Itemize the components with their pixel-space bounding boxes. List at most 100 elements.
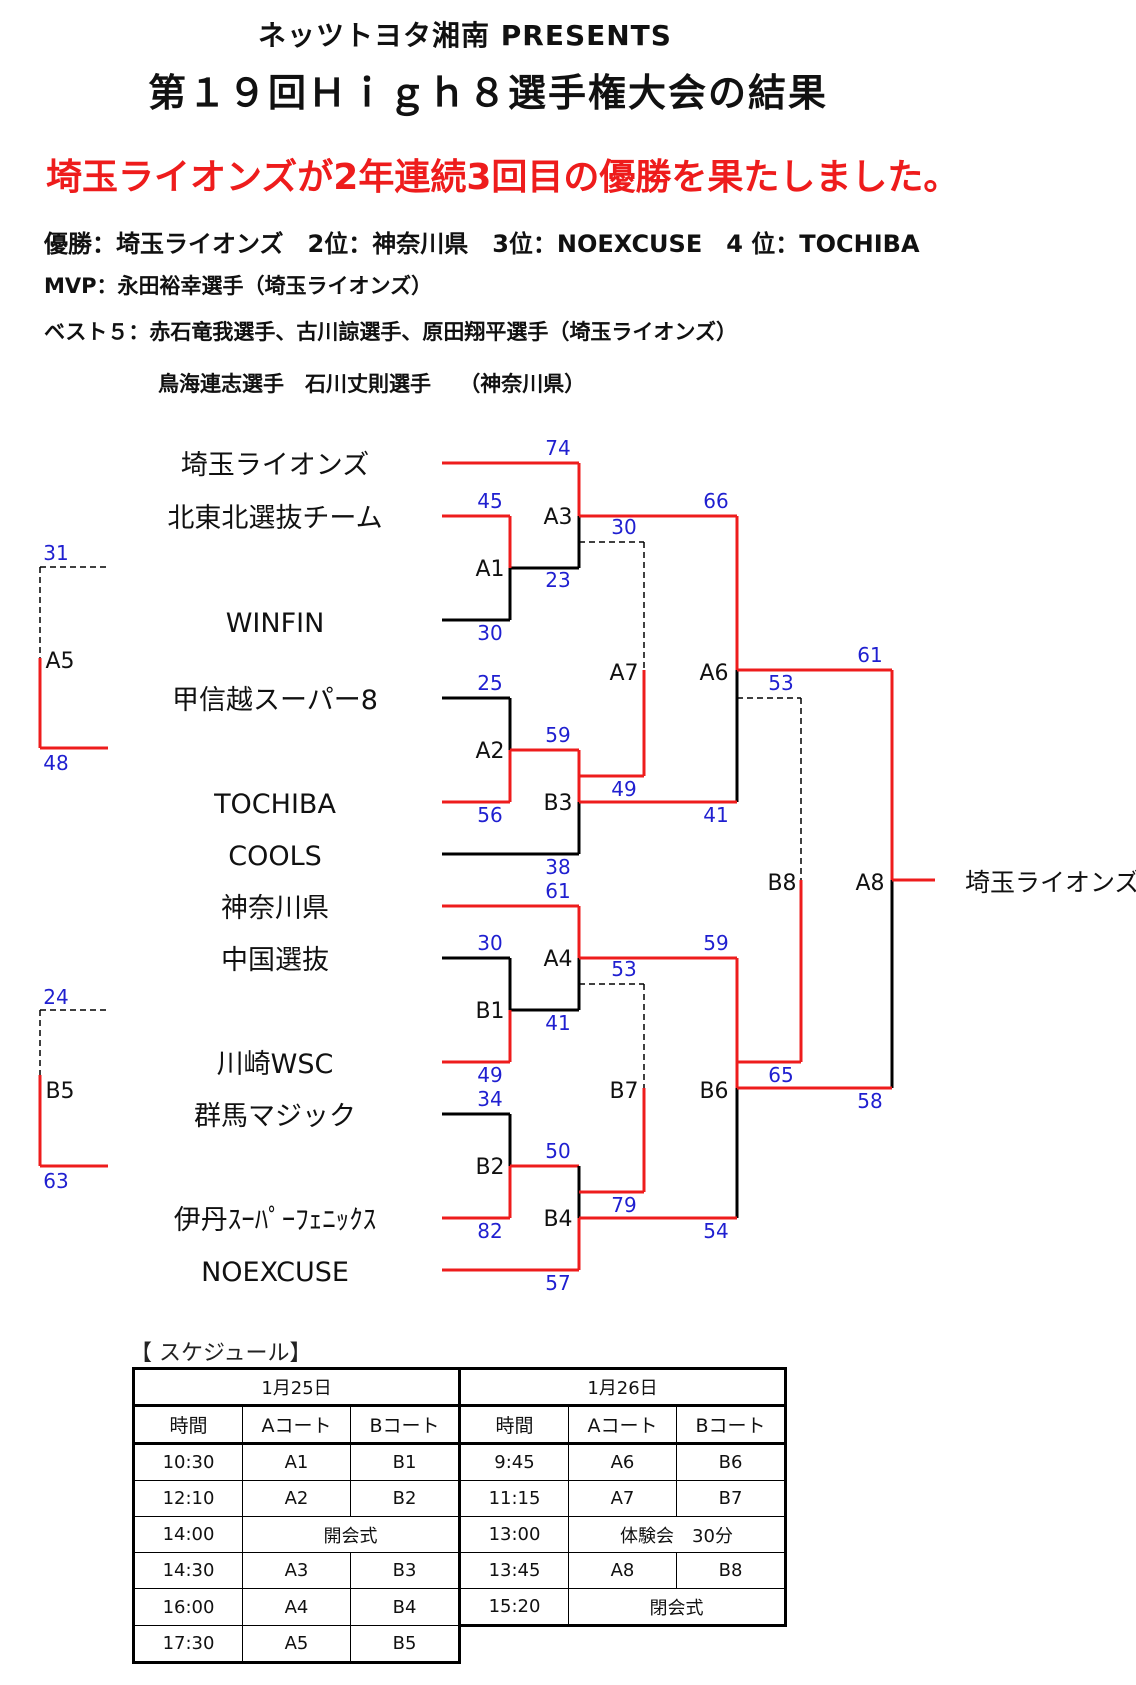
score: 41 xyxy=(545,1011,570,1035)
score: 24 xyxy=(43,985,68,1009)
table-row: 10:30 A1 B1 9:45 A6 B6 xyxy=(132,1443,787,1481)
score: 41 xyxy=(703,803,728,827)
day2-header: 1月26日 xyxy=(458,1367,787,1407)
time-cell: 15:20 xyxy=(458,1588,569,1627)
game-label: B1 xyxy=(475,999,504,1024)
game-label: A6 xyxy=(699,661,728,686)
time-cell: 9:45 xyxy=(458,1443,569,1481)
tournament-bracket: 埼玉ライオンズ 北東北選抜チーム WINFIN 甲信越スーパー8 TOCHIBA… xyxy=(38,436,1136,1295)
score: 65 xyxy=(768,1063,793,1087)
schedule-table: 1月25日 1月26日 時間 Aコート Bコート 時間 Aコート Bコート 10… xyxy=(132,1367,787,1664)
score: 57 xyxy=(545,1271,570,1295)
score: 45 xyxy=(477,489,502,513)
game-label: B4 xyxy=(543,1207,572,1232)
score: 30 xyxy=(611,515,636,539)
table-row: 17:30 A5 B5 xyxy=(132,1624,786,1664)
score: 82 xyxy=(477,1219,502,1243)
team-name: COOLS xyxy=(228,841,322,872)
team-name: 群馬マジック xyxy=(194,1101,356,1132)
game-label: A8 xyxy=(855,871,884,896)
col-a-court: Aコート xyxy=(568,1405,677,1445)
score: 38 xyxy=(545,855,570,879)
score: 63 xyxy=(43,1169,68,1193)
event-cell: 体験会 30分 xyxy=(568,1516,787,1553)
game-label: B2 xyxy=(475,1155,504,1180)
a-court-cell: A3 xyxy=(242,1552,351,1589)
b-court-cell: B3 xyxy=(350,1552,460,1589)
a-court-cell: A6 xyxy=(568,1443,677,1481)
score: 50 xyxy=(545,1139,570,1163)
game-label: A4 xyxy=(543,947,572,972)
col-b-court: Bコート xyxy=(676,1405,787,1445)
score: 54 xyxy=(703,1219,728,1243)
team-name: TOCHIBA xyxy=(213,789,336,820)
time-cell: 10:30 xyxy=(132,1443,243,1481)
b-court-cell: B1 xyxy=(350,1443,460,1481)
score: 49 xyxy=(477,1063,502,1087)
score: 31 xyxy=(43,541,68,565)
game-label: A5 xyxy=(45,649,74,674)
table-row: 14:00 開会式 13:00 体験会 30分 xyxy=(132,1516,787,1553)
b-court-cell: B7 xyxy=(676,1480,787,1517)
a-court-cell: A1 xyxy=(242,1443,351,1481)
game-label: B3 xyxy=(543,791,572,816)
time-cell: 14:00 xyxy=(132,1516,243,1553)
score: 59 xyxy=(703,931,728,955)
time-cell: 14:30 xyxy=(132,1552,243,1589)
score: 53 xyxy=(768,671,793,695)
score: 48 xyxy=(43,751,68,775)
score: 74 xyxy=(545,436,570,460)
col-b-court: Bコート xyxy=(350,1405,460,1445)
page-title: 第１９回Ｈｉｇｈ８選手権大会の結果 xyxy=(148,71,829,115)
game-label: A1 xyxy=(475,557,504,582)
table-row: 12:10 A2 B2 11:15 A7 B7 xyxy=(132,1480,787,1517)
time-cell: 12:10 xyxy=(132,1480,243,1517)
a-court-cell: A8 xyxy=(568,1552,677,1589)
game-label: B5 xyxy=(45,1079,74,1104)
team-name: 神奈川県 xyxy=(221,893,329,924)
standings-line: 優勝：埼玉ライオンズ 2位：神奈川県 3位：NOEXCUSE 4 位：TOCHI… xyxy=(44,230,920,258)
score: 58 xyxy=(857,1089,882,1113)
b-court-cell: B6 xyxy=(676,1443,787,1481)
game-label: B8 xyxy=(767,871,796,896)
mvp-line: MVP：永田裕幸選手（埼玉ライオンズ） xyxy=(44,274,433,298)
empty-cell xyxy=(458,1624,786,1663)
score: 49 xyxy=(611,777,636,801)
best5-line-1: ベスト５：赤石竜我選手、古川諒選手、原田翔平選手（埼玉ライオンズ） xyxy=(44,320,737,344)
result-headline: 埼玉ライオンズが2年連続3回目の優勝を果たしました。 xyxy=(46,157,960,198)
score: 30 xyxy=(477,931,502,955)
score: 30 xyxy=(477,621,502,645)
score: 59 xyxy=(545,723,570,747)
a-court-cell: A5 xyxy=(242,1625,351,1664)
team-name: 北東北選抜チーム xyxy=(167,503,382,534)
col-time: 時間 xyxy=(458,1405,569,1445)
time-cell: 13:45 xyxy=(458,1552,569,1589)
table-row: 16:00 A4 B4 15:20 閉会式 xyxy=(132,1588,787,1627)
a-court-cell: A7 xyxy=(568,1480,677,1517)
b-court-cell: B8 xyxy=(676,1552,787,1589)
champion-name: 埼玉ライオンズ xyxy=(965,868,1136,897)
best5-line-2: 鳥海連志選手 石川丈則選手 （神奈川県） xyxy=(158,372,586,396)
team-name: WINFIN xyxy=(226,608,325,639)
time-cell: 17:30 xyxy=(132,1625,243,1664)
score: 61 xyxy=(857,643,882,667)
team-name: 伊丹ｽｰﾊﾟｰﾌｪﾆｯｸｽ xyxy=(174,1205,377,1236)
team-name: NOEXCUSE xyxy=(201,1257,349,1288)
event-cell: 閉会式 xyxy=(568,1588,787,1627)
table-row: 14:30 A3 B3 13:45 A8 B8 xyxy=(132,1552,787,1589)
team-name: 甲信越スーパー8 xyxy=(172,685,378,716)
b-court-cell: B4 xyxy=(350,1588,460,1626)
day1-header: 1月25日 xyxy=(132,1367,460,1407)
b-court-cell: B5 xyxy=(350,1625,460,1664)
time-cell: 11:15 xyxy=(458,1480,569,1517)
b-court-cell: B2 xyxy=(350,1480,460,1517)
score: 61 xyxy=(545,879,570,903)
schedule-title: 【 スケジュール】 xyxy=(130,1341,312,1366)
score: 66 xyxy=(703,489,728,513)
time-cell: 16:00 xyxy=(132,1588,243,1626)
game-label: B6 xyxy=(699,1079,728,1104)
event-cell: 開会式 xyxy=(242,1516,460,1553)
score: 79 xyxy=(611,1193,636,1217)
score: 34 xyxy=(477,1087,502,1111)
score: 23 xyxy=(545,568,570,592)
